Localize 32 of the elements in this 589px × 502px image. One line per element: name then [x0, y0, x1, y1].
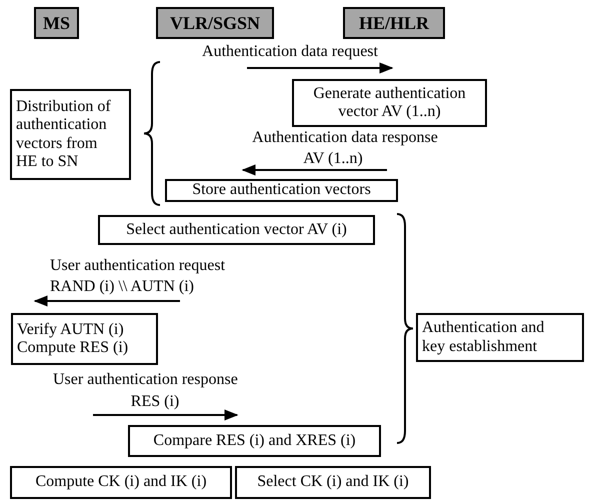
group-label-box [416, 313, 584, 362]
box-text: VLR/SGSN [170, 12, 260, 34]
header-box [34, 7, 79, 39]
process-box [10, 466, 232, 499]
message-parameters: Authentication data response [252, 130, 438, 146]
process-box [98, 215, 375, 245]
box-text: Compute CK (i) and IK (i) [34, 473, 208, 492]
box-text: Compare RES (i) and XRES (i) [152, 432, 357, 450]
message-parameters: RAND (i) \\ AUTN (i) [50, 279, 194, 295]
message-parameters: RES (i) [130, 394, 180, 410]
process-box [235, 466, 431, 499]
process-box [292, 79, 487, 127]
message-parameters: AV (1..n) [303, 151, 363, 167]
box-text: Store authentication vectors [191, 181, 372, 200]
box-text: MS [43, 12, 70, 34]
box-text: Select CK (i) and IK (i) [256, 473, 410, 492]
header-box [156, 7, 274, 39]
message-parameters: User authentication request [50, 258, 226, 274]
process-box [128, 425, 381, 457]
process-box [11, 313, 158, 365]
box-text: Generate authentication vector AV (1..n) [312, 84, 467, 122]
message-parameters: User authentication response [53, 372, 238, 388]
step-text: Compute RES (i) [17, 339, 130, 358]
process-box [165, 179, 398, 202]
box-text: Authentication and key establishment [422, 319, 546, 356]
message-name: Authentication data request [202, 44, 378, 60]
header-box [343, 7, 445, 39]
step-text: Verify AUTN (i) [17, 320, 125, 339]
group-label-box [10, 89, 131, 180]
box-text: Select authentication vector AV (i) [125, 220, 348, 240]
box-text: HE/HLR [358, 12, 429, 34]
box-text: Distribution of authentication vectors from HE to SN [16, 98, 112, 172]
